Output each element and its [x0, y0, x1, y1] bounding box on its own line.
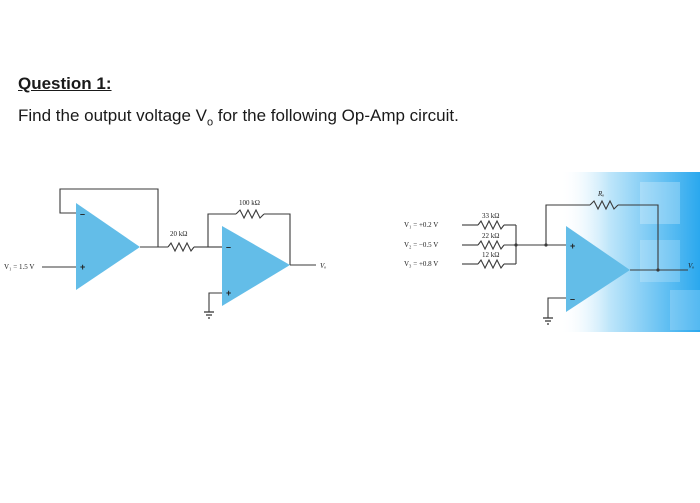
- resistor-rf: [589, 199, 619, 211]
- input-voltage-label: V₁ = 1.5 V: [4, 263, 34, 271]
- v2-label: V₂ = −0.5 V: [404, 241, 438, 249]
- opamp2-minus-sign: –: [226, 242, 231, 252]
- question-prompt: Find the output voltage Vo for the follo…: [18, 106, 459, 128]
- resistor-rf-label: Rₒ: [597, 190, 604, 198]
- opamp-1: [76, 203, 140, 290]
- output-label-1: Vₒ: [320, 262, 326, 270]
- ground-symbol-2: [543, 317, 553, 325]
- resistor-22k-label: 22 kΩ: [482, 232, 499, 240]
- resistor-12k-label: 12 kΩ: [482, 251, 499, 259]
- resistor-33k-label: 33 kΩ: [482, 212, 499, 220]
- prompt-text-start: Find the output voltage V: [18, 106, 208, 125]
- opamp-3: [566, 226, 630, 312]
- ground-wire-2: [547, 297, 566, 318]
- prompt-text-end: for the following Op-Amp circuit.: [213, 106, 459, 125]
- output-label-2: Vₒ: [688, 262, 694, 270]
- opamp3-minus-sign: –: [570, 294, 575, 304]
- resistor-22k: [477, 239, 505, 251]
- opamp1-plus-sign: +: [80, 262, 85, 272]
- ground-wire-1: [208, 292, 222, 312]
- question-title: Question 1:: [18, 74, 112, 93]
- resistor-12k: [477, 258, 505, 270]
- opamp3-plus-sign: +: [570, 241, 575, 251]
- wire-r2-output: [264, 213, 291, 265]
- circuit-2: [462, 199, 688, 325]
- v1-label: V₁ = +0.2 V: [404, 221, 438, 229]
- v3-label: V₃ = +0.8 V: [404, 260, 438, 268]
- wire-junction-up: [207, 213, 236, 247]
- resistor-33k: [477, 219, 505, 231]
- ground-symbol-1: [204, 311, 214, 319]
- feedback-wire-2b: [618, 204, 659, 270]
- circuit-1: [42, 188, 316, 319]
- resistor-100k-label: 100 kΩ: [239, 199, 260, 207]
- resistor-100k: [235, 208, 265, 220]
- opamp-2: [222, 226, 290, 306]
- opamp1-minus-sign: –: [80, 209, 85, 219]
- junction-dots: [514, 243, 660, 272]
- prompt-subscript: o: [207, 116, 214, 129]
- opamp2-plus-sign: +: [226, 288, 231, 298]
- resistor-20k: [167, 241, 195, 253]
- resistor-20k-label: 20 kΩ: [170, 230, 187, 238]
- feedback-wire-2: [545, 204, 590, 245]
